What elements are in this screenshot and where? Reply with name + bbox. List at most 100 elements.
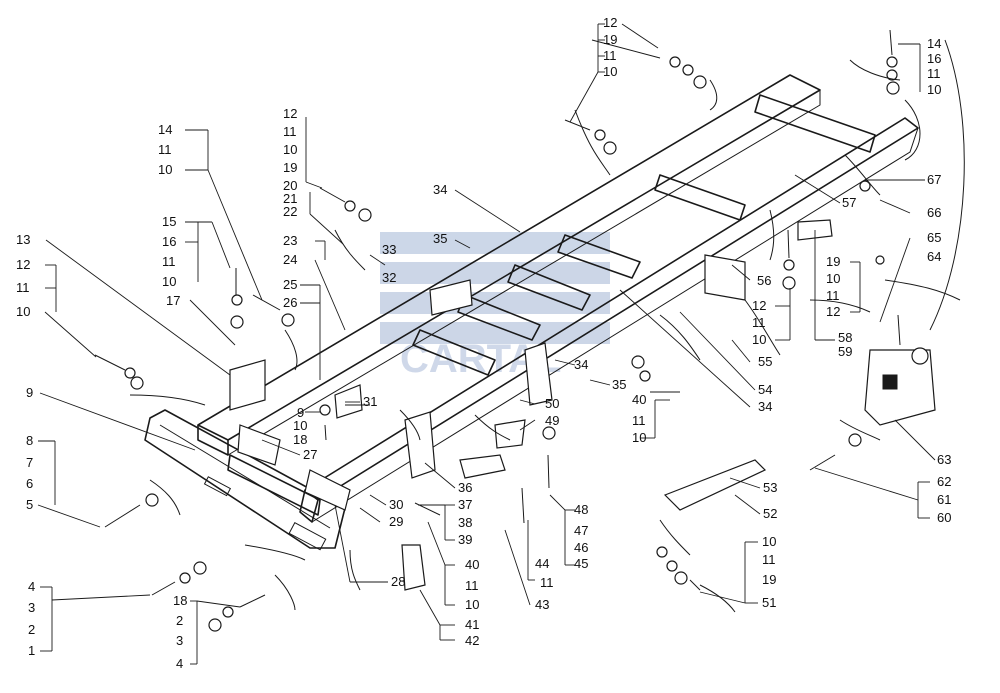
- callout-label: 44: [535, 556, 549, 571]
- callout-label: 28: [391, 574, 405, 589]
- callout-label: 11: [540, 575, 554, 590]
- callout-label: 18: [293, 432, 307, 447]
- frame-left-rail: [197, 74, 821, 456]
- callout-label: 30: [389, 497, 403, 512]
- callout-label: 34: [758, 399, 772, 414]
- callout-label: 10: [603, 64, 617, 79]
- callout-label: 39: [458, 532, 472, 547]
- callout-label: 34: [433, 182, 447, 197]
- callout-label: 12: [283, 106, 297, 121]
- callout-label: 10: [826, 271, 840, 286]
- callout-label: 12: [603, 15, 617, 30]
- callout-label: 54: [758, 382, 772, 397]
- callout-label: 2: [176, 613, 183, 628]
- callout-label: 1: [28, 643, 35, 658]
- callout-label: 16: [162, 234, 176, 249]
- callout-label: 50: [545, 396, 559, 411]
- callout-label: 24: [283, 252, 297, 267]
- callout-label: 10: [465, 597, 479, 612]
- callout-label: 17: [166, 293, 180, 308]
- callout-label: 33: [382, 242, 396, 257]
- callout-label: 53: [763, 480, 777, 495]
- callout-label: 10: [162, 274, 176, 289]
- callout-label: 58: [838, 330, 852, 345]
- callout-label: 15: [162, 214, 176, 229]
- callout-label: 10: [927, 82, 941, 97]
- callout-label: 2: [28, 622, 35, 637]
- callout-label: 10: [158, 162, 172, 177]
- callout-label: 35: [433, 231, 447, 246]
- callout-label: 11: [826, 288, 840, 303]
- callout-label: 11: [465, 578, 479, 593]
- callout-label: 52: [763, 506, 777, 521]
- callout-label: 10: [752, 332, 766, 347]
- callout-label: 35: [612, 377, 626, 392]
- callout-label: 3: [176, 633, 183, 648]
- callout-label: 3: [28, 600, 35, 615]
- callout-label: 7: [26, 455, 33, 470]
- callout-label: 11: [162, 254, 176, 269]
- callout-label: 19: [283, 160, 297, 175]
- callout-label: 59: [838, 344, 852, 359]
- callout-label: 11: [16, 280, 30, 295]
- callout-label: 12: [826, 304, 840, 319]
- break-lines: [129, 39, 965, 613]
- leader-lines: [37, 23, 936, 665]
- callout-label: 16: [927, 51, 941, 66]
- callout-label: 38: [458, 515, 472, 530]
- callout-label: 23: [283, 233, 297, 248]
- callout-label: 36: [458, 480, 472, 495]
- front-bumper: [144, 409, 346, 551]
- callout-label: 41: [465, 617, 479, 632]
- callout-label: 51: [762, 595, 776, 610]
- callout-label: 48: [574, 502, 588, 517]
- callout-label: 55: [758, 354, 772, 369]
- callout-label: 13: [16, 232, 30, 247]
- callout-label: 12: [16, 257, 30, 272]
- callout-label: 14: [927, 36, 941, 51]
- callout-label: 20: [283, 178, 297, 193]
- callout-label: 19: [762, 572, 776, 587]
- callout-label: 12: [752, 298, 766, 313]
- callout-label: 47: [574, 523, 588, 538]
- callout-label: 63: [937, 452, 951, 467]
- callout-label: 27: [303, 447, 317, 462]
- callout-label: 11: [632, 413, 646, 428]
- callout-label: 4: [28, 579, 35, 594]
- callout-label: 57: [842, 195, 856, 210]
- callout-label: 10: [762, 534, 776, 549]
- callout-label: 5: [26, 497, 33, 512]
- callout-label: 29: [389, 514, 403, 529]
- callout-label: 11: [283, 124, 297, 139]
- callout-labels: 12 19 11 10 14 16 11 10 12 11 10 19 20 2…: [16, 15, 951, 671]
- callout-label: 25: [283, 277, 297, 292]
- bolts-and-nuts: [94, 29, 929, 632]
- callout-label: 10: [293, 418, 307, 433]
- callout-label: 9: [297, 405, 304, 420]
- callout-label: 22: [283, 204, 297, 219]
- callout-label: 21: [283, 191, 297, 206]
- hardware-parts: [229, 219, 936, 591]
- callout-label: 67: [927, 172, 941, 187]
- callout-label: 19: [826, 254, 840, 269]
- callout-label: 18: [173, 593, 187, 608]
- callout-label: 26: [283, 295, 297, 310]
- callout-label: 10: [283, 142, 297, 157]
- callout-label: 42: [465, 633, 479, 648]
- callout-label: 62: [937, 474, 951, 489]
- callout-label: 49: [545, 413, 559, 428]
- callout-label: 14: [158, 122, 172, 137]
- callout-label: 40: [632, 392, 646, 407]
- callout-label: 11: [927, 66, 941, 81]
- callout-label: 11: [158, 142, 172, 157]
- callout-label: 40: [465, 557, 479, 572]
- callout-label: 10: [16, 304, 30, 319]
- callout-label: 61: [937, 492, 951, 507]
- callout-label: 4: [176, 656, 183, 671]
- callout-label: 64: [927, 249, 941, 264]
- callout-label: 56: [757, 273, 771, 288]
- callout-label: 10: [632, 430, 646, 445]
- callout-label: 11: [752, 315, 766, 330]
- callout-label: 8: [26, 433, 33, 448]
